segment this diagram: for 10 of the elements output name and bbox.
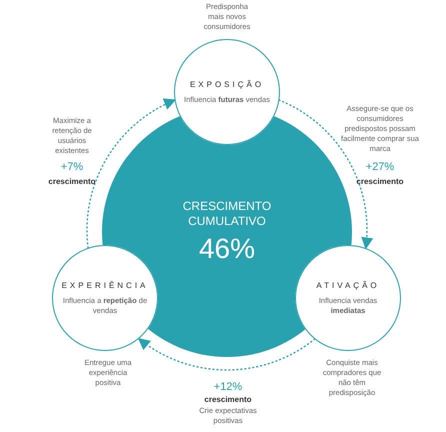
growth-label: crescimento xyxy=(204,394,252,406)
stage-title: ATIVAÇÃO xyxy=(316,280,380,292)
dotted-arrow xyxy=(86,99,176,248)
hub-value: 46% xyxy=(198,233,256,265)
growth-label: crescimento xyxy=(48,176,96,188)
growth-label: crescimento xyxy=(356,176,404,188)
dotted-arrow xyxy=(138,338,316,371)
hub-title: CRESCIMENTO CUMULATIVO xyxy=(182,199,272,229)
stage-title: EXPERIÊNCIA xyxy=(62,280,148,292)
stage-title: EXPOSIÇÃO xyxy=(190,79,264,91)
